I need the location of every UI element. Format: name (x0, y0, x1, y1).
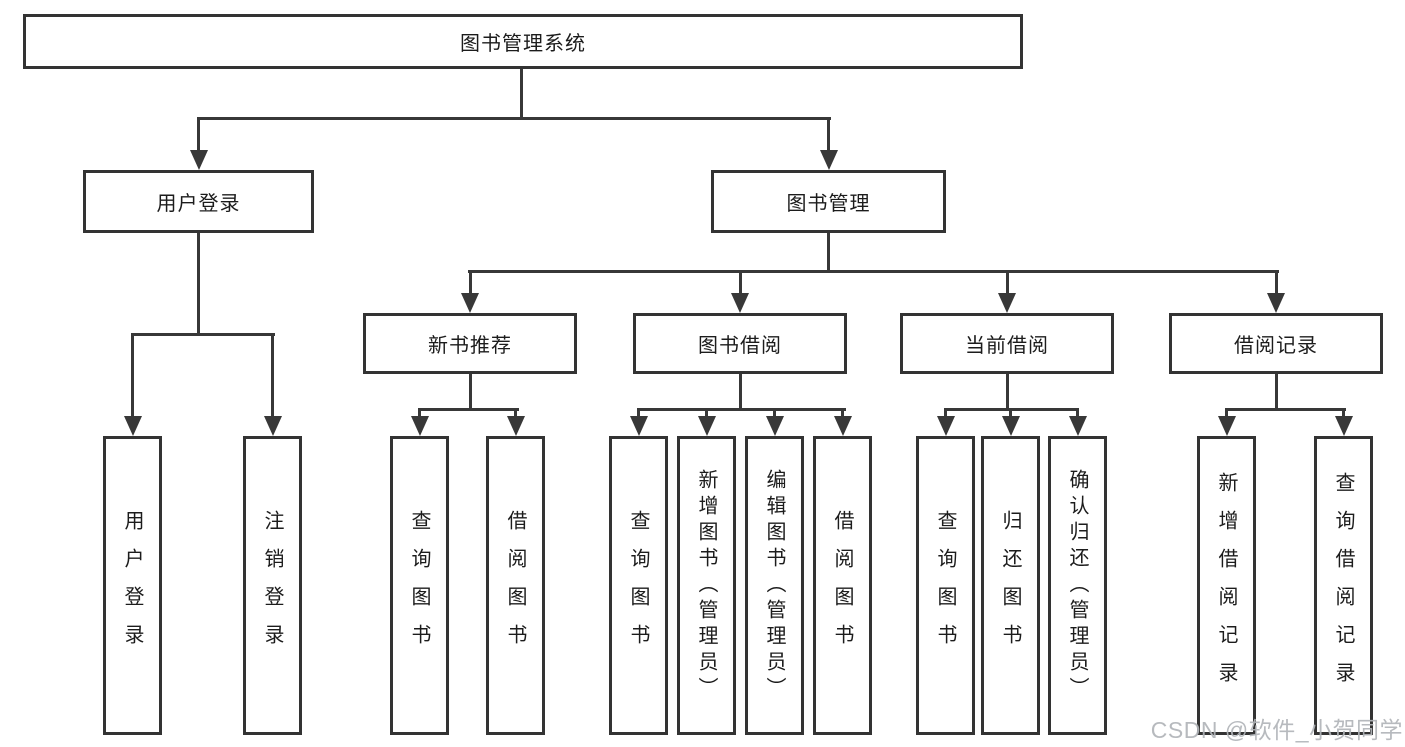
node-label: 新书推荐 (428, 335, 512, 357)
node-label: 当前借阅 (965, 335, 1049, 357)
arrow-down-icon (629, 416, 648, 436)
node-label: 图书借阅 (698, 335, 782, 357)
node-label: 注销登录 (261, 509, 283, 662)
node-label: 借阅记录 (1234, 335, 1318, 357)
arrow-down-icon (189, 150, 208, 170)
node-label: 新增借阅记录 (1215, 471, 1237, 700)
arrow-down-icon (1334, 416, 1353, 436)
node-return-books: 归还图书 (981, 436, 1040, 735)
node-edit-books-admin: 编辑图书（管理员） (745, 436, 804, 735)
connector-line (705, 408, 708, 419)
node-label: 查询借阅记录 (1332, 471, 1354, 700)
node-new-book-recommend: 新书推荐 (363, 313, 577, 374)
connector-line (514, 408, 517, 419)
connector-line (827, 233, 830, 271)
node-user-login: 用户登录 (83, 170, 314, 233)
node-logout: 注销登录 (243, 436, 302, 735)
node-label: 图书管理系统 (460, 33, 586, 55)
arrow-down-icon (1217, 416, 1236, 436)
node-query-borrow-record: 查询借阅记录 (1314, 436, 1373, 735)
arrow-down-icon (936, 416, 955, 436)
node-label: 用户登录 (121, 509, 143, 662)
arrow-down-icon (1001, 416, 1020, 436)
connector-line (1076, 408, 1079, 419)
node-book-borrowing: 图书借阅 (633, 313, 847, 374)
node-add-borrow-record: 新增借阅记录 (1197, 436, 1256, 735)
connector-line (1225, 408, 1346, 411)
connector-line (738, 270, 742, 297)
node-label: 借阅图书 (831, 509, 853, 662)
node-label: 借阅图书 (504, 509, 526, 662)
node-label: 图书管理 (786, 193, 871, 215)
connector-line (944, 408, 947, 419)
node-borrowing-records: 借阅记录 (1169, 313, 1383, 374)
arrow-down-icon (1267, 293, 1285, 313)
node-add-books-admin: 新增图书（管理员） (677, 436, 736, 735)
node-query-books-recommend: 查询图书 (390, 436, 449, 735)
arrow-down-icon (123, 416, 142, 436)
node-confirm-return-admin: 确认归还（管理员） (1048, 436, 1107, 735)
connector-line (841, 408, 844, 419)
node-label: 新增图书（管理员） (695, 468, 717, 703)
connector-line (197, 233, 200, 335)
node-current-borrowing: 当前借阅 (900, 313, 1114, 374)
node-library-management-system: 图书管理系统 (23, 14, 1023, 69)
arrow-down-icon (263, 416, 282, 436)
connector-line (637, 408, 640, 419)
connector-line (271, 333, 274, 419)
connector-line (418, 408, 519, 411)
node-query-books-current: 查询图书 (916, 436, 975, 735)
connector-line (131, 333, 134, 419)
connector-line (1225, 408, 1228, 419)
arrow-down-icon (1068, 416, 1087, 436)
node-label: 查询图书 (934, 509, 956, 662)
arrow-down-icon (819, 150, 838, 170)
node-label: 编辑图书（管理员） (763, 468, 785, 703)
arrow-down-icon (506, 416, 525, 436)
arrow-down-icon (765, 416, 784, 436)
arrow-down-icon (731, 293, 749, 313)
arrow-down-icon (833, 416, 852, 436)
connector-line (197, 117, 200, 154)
connector-line (1005, 270, 1009, 297)
connector-line (197, 117, 831, 120)
connector-line (1342, 408, 1345, 419)
node-label: 查询图书 (627, 509, 649, 662)
arrow-down-icon (410, 416, 429, 436)
connector-line (468, 270, 1279, 273)
connector-line (738, 374, 742, 409)
connector-line (1274, 270, 1278, 297)
connector-line (637, 408, 846, 411)
connector-line (827, 117, 830, 154)
connector-line (468, 270, 472, 297)
node-query-books-borrow: 查询图书 (609, 436, 668, 735)
node-label: 归还图书 (999, 509, 1021, 662)
connector-line (520, 69, 523, 118)
connector-line (131, 333, 275, 336)
node-label: 确认归还（管理员） (1066, 468, 1088, 703)
arrow-down-icon (998, 293, 1016, 313)
arrow-down-icon (461, 293, 479, 313)
connector-line (773, 408, 776, 419)
connector-line (468, 374, 472, 409)
connector-line (1005, 374, 1009, 409)
node-user-login-action: 用户登录 (103, 436, 162, 735)
node-borrow-books: 借阅图书 (813, 436, 872, 735)
node-label: 用户登录 (156, 193, 241, 215)
node-book-management: 图书管理 (711, 170, 946, 233)
connector-line (1009, 408, 1012, 419)
arrow-down-icon (697, 416, 716, 436)
node-borrow-books-recommend: 借阅图书 (486, 436, 545, 735)
node-label: 查询图书 (408, 509, 430, 662)
csdn-watermark: CSDN @软件_小贺同学 (1150, 717, 1403, 743)
connector-line (1274, 374, 1278, 409)
connector-line (418, 408, 421, 419)
